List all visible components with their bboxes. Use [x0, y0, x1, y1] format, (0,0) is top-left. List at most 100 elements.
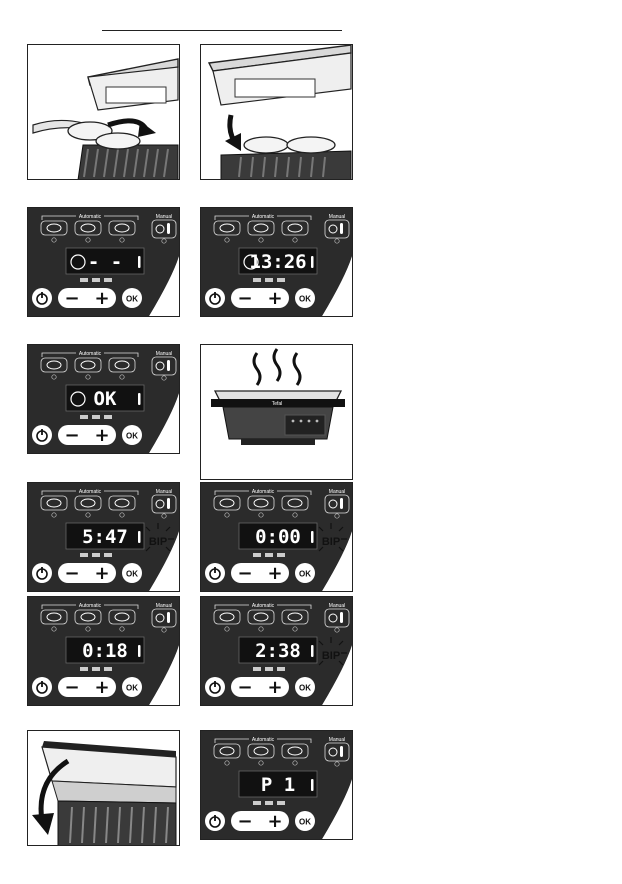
manual-label: Manual	[156, 489, 172, 495]
lcd-display-value: 0:00	[255, 526, 301, 548]
doneness-indicator	[92, 553, 100, 557]
lcd-display-value: 2:38	[255, 640, 301, 662]
doneness-indicator	[80, 415, 88, 419]
doneness-indicator	[92, 415, 100, 419]
power-button[interactable]	[205, 677, 225, 697]
svg-text:OK: OK	[299, 818, 311, 827]
thermometer-icon	[138, 256, 141, 268]
doneness-indicator	[80, 553, 88, 557]
automatic-label: Automatic	[79, 351, 102, 357]
manual-label: Manual	[156, 603, 172, 609]
automatic-label: Automatic	[79, 214, 102, 220]
power-button[interactable]	[205, 811, 225, 831]
thermometer-icon	[311, 645, 314, 657]
manual-label: Manual	[329, 603, 345, 609]
plus-button[interactable]: +	[94, 563, 109, 584]
power-button[interactable]	[32, 563, 52, 583]
manual-label: Manual	[156, 214, 172, 220]
ok-button[interactable]: OK	[295, 811, 315, 831]
automatic-label: Automatic	[252, 214, 275, 220]
svg-text:OK: OK	[126, 570, 138, 579]
doneness-indicator	[265, 801, 273, 805]
thermometer-icon	[138, 393, 141, 405]
minus-button[interactable]: −	[64, 563, 79, 584]
control-panel-p9: Automatic Manual 0:18−+ OK	[27, 596, 180, 706]
plus-button[interactable]: +	[267, 811, 282, 832]
doneness-indicator	[104, 553, 112, 557]
doneness-indicator	[80, 667, 88, 671]
automatic-label: Automatic	[79, 603, 102, 609]
svg-text:OK: OK	[299, 570, 311, 579]
manual-label: Manual	[329, 737, 345, 743]
thermometer-icon	[311, 531, 314, 543]
ok-button[interactable]: OK	[295, 288, 315, 308]
doneness-indicator	[104, 667, 112, 671]
doneness-indicator	[253, 667, 261, 671]
minus-button[interactable]: −	[64, 425, 79, 446]
minus-button[interactable]: −	[237, 288, 252, 309]
control-panel-p10: Automatic Manual 2:38 BIP −+ OK	[200, 596, 353, 706]
minus-button[interactable]: −	[64, 677, 79, 698]
thermometer-icon	[311, 779, 314, 791]
control-panel-p7: AutomaticManual5:47BIP−+OK	[27, 482, 180, 592]
control-panel-p3: Automatic Manual - -−+ OK	[27, 207, 180, 317]
automatic-label: Automatic	[252, 489, 275, 495]
doneness-indicator	[80, 278, 88, 282]
lcd-display-value: OK	[94, 388, 117, 410]
doneness-indicator	[104, 278, 112, 282]
svg-text:OK: OK	[126, 432, 138, 441]
ok-button[interactable]: OK	[295, 677, 315, 697]
automatic-label: Automatic	[79, 489, 102, 495]
ok-button[interactable]: OK	[295, 563, 315, 583]
svg-text:OK: OK	[299, 684, 311, 693]
plus-button[interactable]: +	[267, 563, 282, 584]
doneness-indicator	[265, 278, 273, 282]
power-button[interactable]	[205, 288, 225, 308]
svg-text:OK: OK	[299, 295, 311, 304]
doneness-indicator	[253, 801, 261, 805]
plus-button[interactable]: +	[94, 425, 109, 446]
doneness-indicator	[92, 667, 100, 671]
thermometer-icon	[311, 256, 314, 268]
plus-button[interactable]: +	[94, 288, 109, 309]
svg-text:OK: OK	[126, 295, 138, 304]
illustration-close-lid	[200, 44, 353, 180]
plus-button[interactable]: +	[94, 677, 109, 698]
minus-button[interactable]: −	[237, 677, 252, 698]
lcd-display-value: - -	[88, 251, 122, 273]
svg-text:OK: OK	[126, 684, 138, 693]
power-button[interactable]	[32, 677, 52, 697]
doneness-indicator	[265, 553, 273, 557]
power-button[interactable]	[205, 563, 225, 583]
manual-label: Manual	[156, 351, 172, 357]
doneness-indicator	[277, 667, 285, 671]
doneness-indicator	[104, 415, 112, 419]
doneness-indicator	[265, 667, 273, 671]
manual-label: Manual	[329, 489, 345, 495]
doneness-indicator	[253, 278, 261, 282]
minus-button[interactable]: −	[237, 563, 252, 584]
minus-button[interactable]: −	[64, 288, 79, 309]
minus-button[interactable]: −	[237, 811, 252, 832]
doneness-indicator	[277, 553, 285, 557]
doneness-indicator	[277, 801, 285, 805]
ok-button[interactable]: OK	[122, 288, 142, 308]
ok-button[interactable]: OK	[122, 563, 142, 583]
ok-button[interactable]: OK	[122, 425, 142, 445]
automatic-label: Automatic	[252, 603, 275, 609]
plus-button[interactable]: +	[267, 288, 282, 309]
bip-beep-label: BIP	[322, 650, 340, 662]
lcd-display-value: P 1	[261, 774, 295, 796]
control-panel-p12: AutomaticManualP 1−+OK	[200, 730, 353, 840]
power-button[interactable]	[32, 288, 52, 308]
bip-beep-label: BIP	[149, 536, 167, 548]
thermometer-icon	[138, 645, 141, 657]
power-button[interactable]	[32, 425, 52, 445]
lcd-display-value: 0:18	[82, 640, 128, 662]
plus-button[interactable]: +	[267, 677, 282, 698]
ok-button[interactable]: OK	[122, 677, 142, 697]
header-rule	[102, 30, 342, 31]
